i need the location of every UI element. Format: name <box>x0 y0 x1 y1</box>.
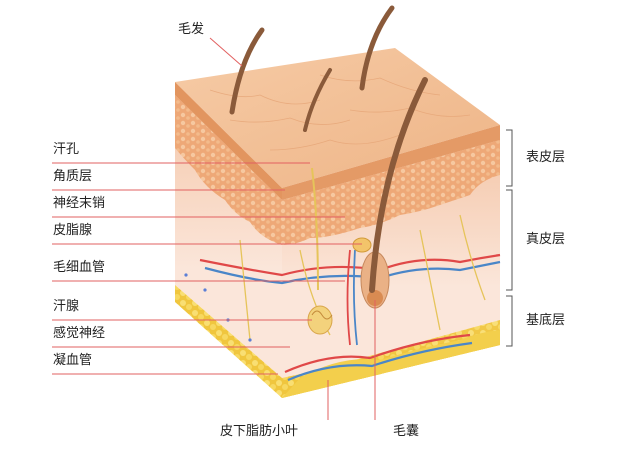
label-dermis: 真皮层 <box>526 232 566 247</box>
label-sensory-nerve: 感觉神经 <box>53 326 106 341</box>
label-fat-lobule: 皮下脂肪小叶 <box>220 424 299 439</box>
hairs <box>229 5 428 293</box>
label-sweat-gland: 汗腺 <box>53 299 80 314</box>
label-stratum-corneum: 角质层 <box>53 169 93 184</box>
label-nerve-ending: 神经末销 <box>53 196 106 211</box>
leader-lines <box>52 37 376 420</box>
label-sebaceous-gland: 皮脂腺 <box>53 223 93 238</box>
label-hair: 毛发 <box>178 22 205 37</box>
label-epidermis: 表皮层 <box>526 150 566 165</box>
epidermis-band <box>175 95 500 245</box>
label-basal-layer: 基底层 <box>526 313 566 328</box>
label-sweat-pore: 汗孔 <box>53 142 80 157</box>
sweat-gland-illustration <box>307 167 333 335</box>
layer-brackets <box>506 129 513 347</box>
label-coagulation-vessel: 凝血管 <box>53 353 93 368</box>
label-hair-follicle: 毛囊 <box>393 424 420 439</box>
label-capillary: 毛细血管 <box>53 260 106 275</box>
